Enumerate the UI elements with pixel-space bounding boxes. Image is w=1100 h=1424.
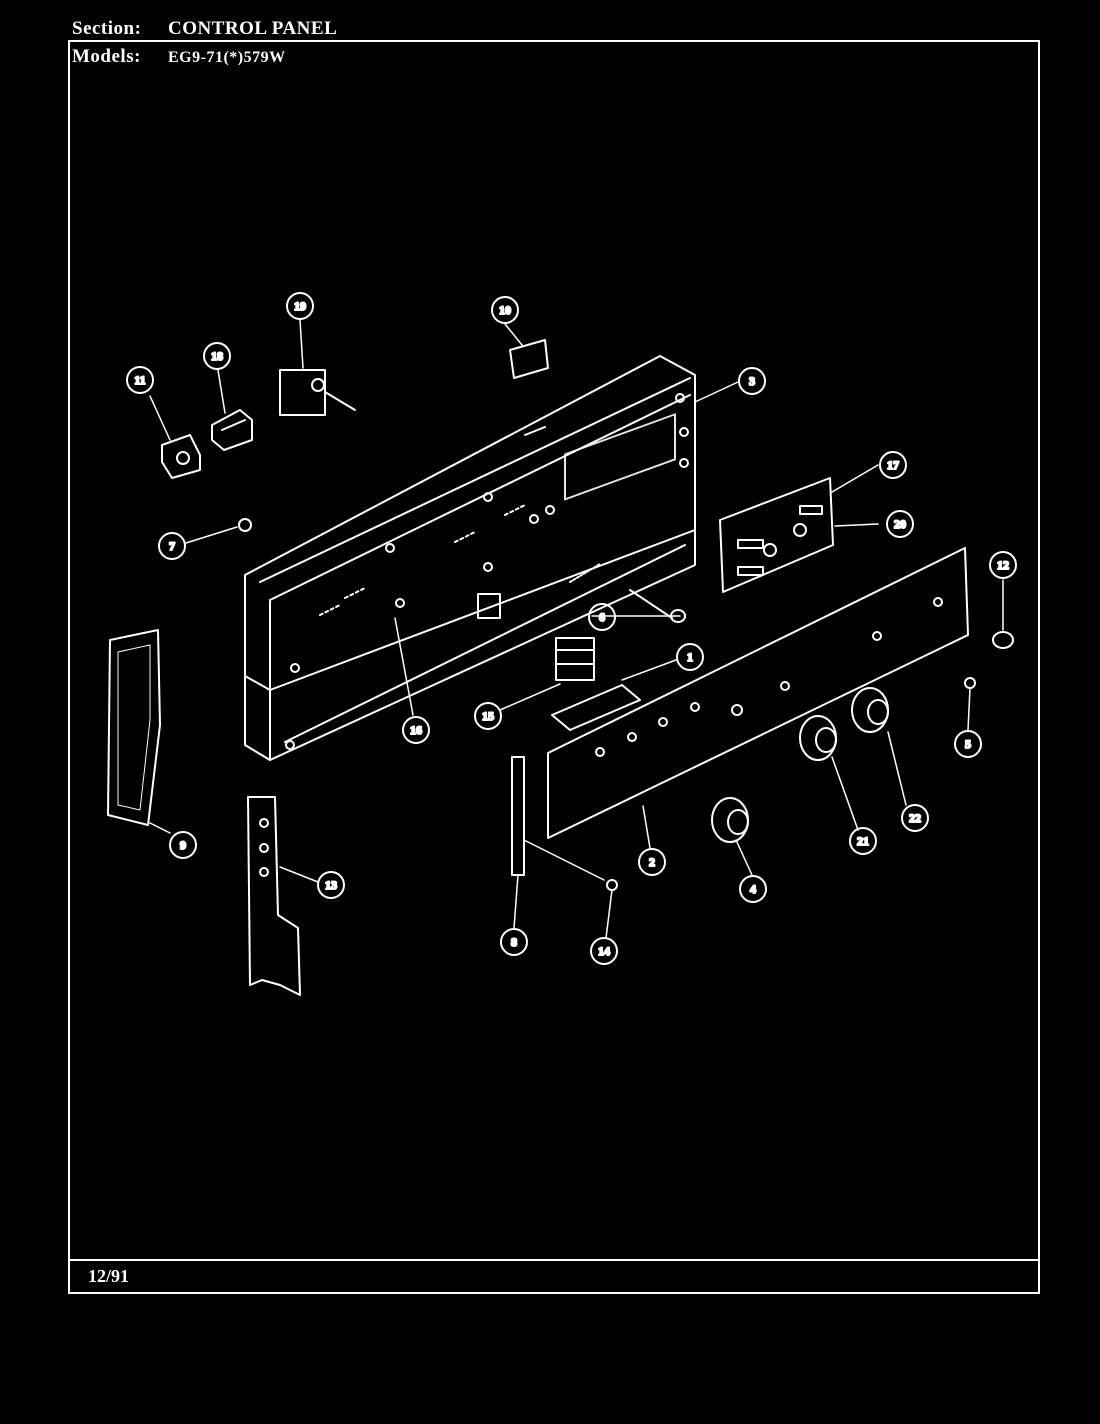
svg-text:15: 15 [482,709,494,723]
svg-text:12: 12 [997,558,1009,572]
front-panel-part [547,547,969,839]
callout-10: 10 [491,296,519,324]
nut-part [238,518,252,532]
svg-text:11: 11 [134,373,145,387]
section-label: Section: [72,18,142,39]
switch-part-11 [161,434,201,479]
callout-7: 7 [158,532,186,560]
callout-21: 21 [849,827,877,855]
models-label: Models: [72,46,141,67]
models-value: EG9-71(*)579W [168,49,286,66]
switch-part-18 [211,409,253,451]
svg-text:2: 2 [649,855,655,869]
callout-5: 5 [954,730,982,758]
connector-part [555,637,595,681]
switch-part-10 [509,339,549,379]
bracket-part [719,477,834,593]
footer-date: 12/91 [88,1266,130,1286]
callout-9: 9 [169,831,197,859]
pin-part [629,589,673,619]
svg-text:19: 19 [294,299,306,313]
side-bracket-part [247,796,301,996]
svg-text:3: 3 [749,374,755,388]
callout-18: 18 [203,342,231,370]
svg-text:18: 18 [211,349,223,363]
leader-lines [149,319,1004,939]
footer-divider [68,1259,1040,1261]
svg-text:6: 6 [599,610,605,624]
svg-text:10: 10 [499,303,511,317]
svg-text:5: 5 [965,737,971,751]
callout-16: 16 [402,716,430,744]
end-cap-part [107,629,161,826]
callout-2: 2 [638,848,666,876]
knob-part-4 [711,797,749,843]
svg-text:14: 14 [598,944,610,958]
button-part [992,631,1014,649]
callout-12: 12 [989,551,1017,579]
svg-text:7: 7 [169,539,175,553]
svg-text:20: 20 [894,517,906,531]
screw-part-14 [606,879,618,891]
callout-22: 22 [901,804,929,832]
svg-text:8: 8 [511,935,517,949]
svg-text:9: 9 [180,838,186,852]
svg-text:17: 17 [887,458,899,472]
callout-19: 19 [286,292,314,320]
section-title: CONTROL PANEL [168,18,338,39]
callouts: 1 2 3 4 5 6 7 8 9 10 11 12 13 14 15 16 1… [126,292,1017,965]
svg-text:1: 1 [687,650,693,664]
section-row: Section: CONTROL PANEL [72,18,337,40]
callout-11: 11 [126,366,154,394]
svg-text:22: 22 [909,811,921,825]
knob-part-22 [851,687,889,733]
models-row: Models: EG9-71(*)579W [72,46,286,68]
svg-text:4: 4 [750,882,756,896]
svg-text:16: 16 [410,723,422,737]
knob-part-21 [799,715,837,761]
callout-15: 15 [474,702,502,730]
callout-8: 8 [500,928,528,956]
window-part [551,684,641,731]
callout-13: 13 [317,871,345,899]
callout-3: 3 [738,367,766,395]
diagram-frame [68,40,1040,1294]
callout-1: 1 [676,643,704,671]
callout-20: 20 [886,510,914,538]
strip-part [511,756,525,876]
callout-6: 6 [588,603,616,631]
callout-17: 17 [879,451,907,479]
callout-4: 4 [739,875,767,903]
svg-text:21: 21 [857,834,869,848]
control-part-19 [279,369,356,416]
callout-14: 14 [590,937,618,965]
screw-part-5 [964,677,976,689]
rear-panel-part [244,355,696,761]
svg-text:13: 13 [325,878,337,892]
